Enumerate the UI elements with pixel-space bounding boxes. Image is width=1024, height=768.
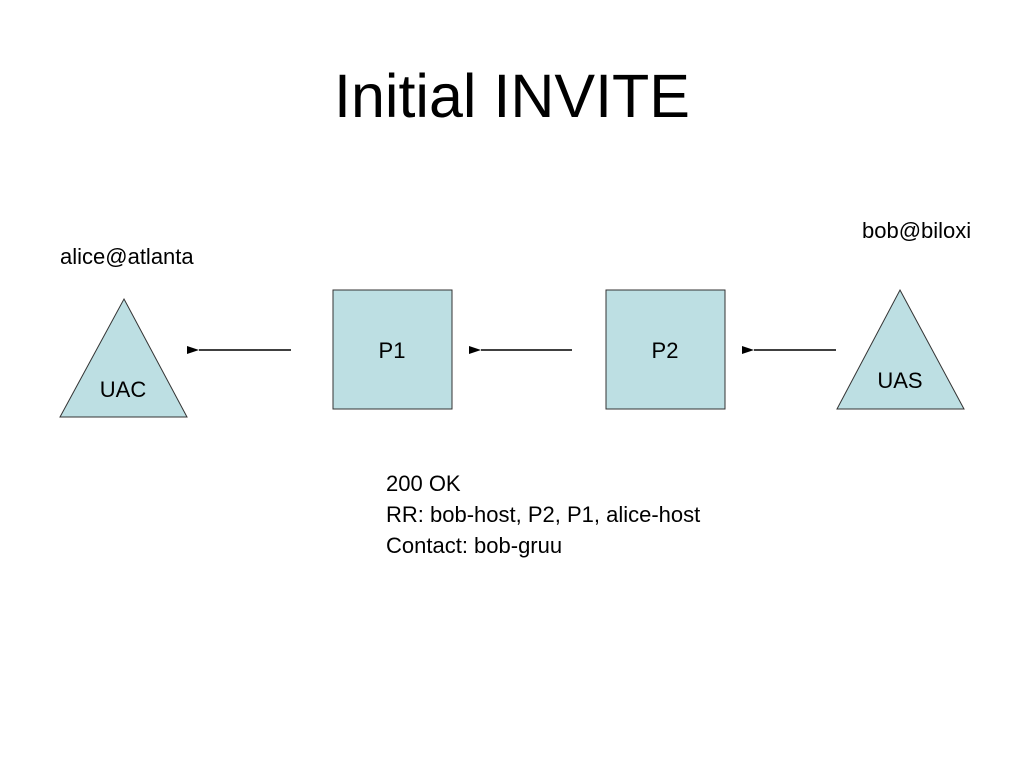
response-status-line: 200 OK xyxy=(386,471,461,496)
slide-title: Initial INVITE xyxy=(334,62,690,130)
p2-node: P2 xyxy=(605,289,726,410)
uas-node: UAS xyxy=(836,288,965,410)
uac-node: UAC xyxy=(59,297,188,418)
p1-label: P1 xyxy=(379,338,406,363)
alice-atlanta-label: alice@atlanta xyxy=(60,244,194,269)
response-message: 200 OK RR: bob-host, P2, P1, alice-host … xyxy=(386,468,700,561)
record-route-line: RR: bob-host, P2, P1, alice-host xyxy=(386,502,701,527)
uas-label: UAS xyxy=(877,368,922,393)
contact-line: Contact: bob-gruu xyxy=(386,533,563,558)
p1-node: P1 xyxy=(332,289,453,410)
p1-box xyxy=(332,289,453,410)
p2-box xyxy=(605,289,726,410)
p2-label: P2 xyxy=(652,338,679,363)
uac-label: UAC xyxy=(100,377,147,402)
uas-triangle xyxy=(836,288,965,410)
uac-triangle xyxy=(59,297,188,418)
bob-biloxi-label: bob@biloxi xyxy=(862,218,972,243)
